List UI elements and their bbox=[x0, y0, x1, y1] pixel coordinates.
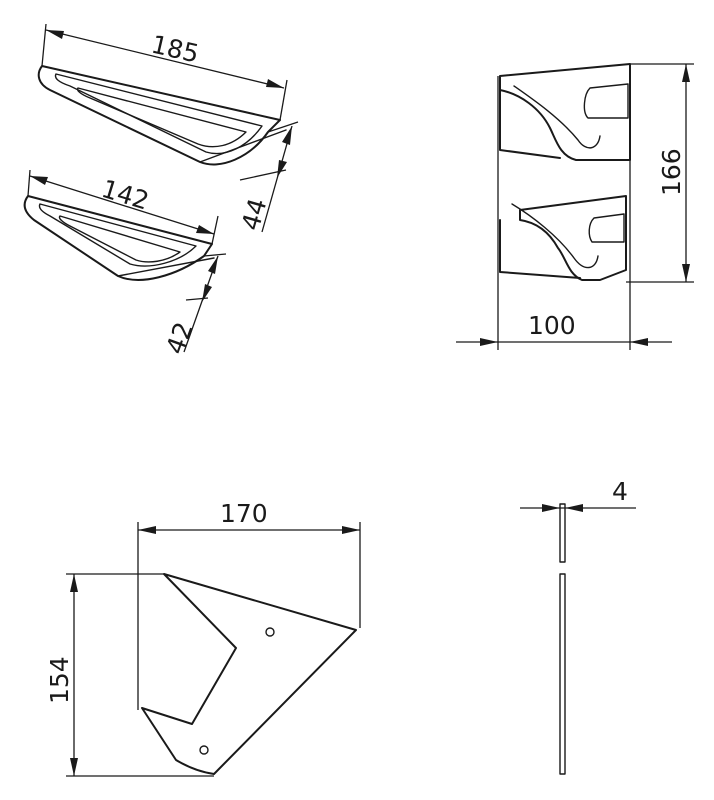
front-view: 166 100 bbox=[456, 63, 694, 350]
dimension-154: 154 bbox=[45, 573, 214, 777]
dimension-170: 170 bbox=[137, 499, 361, 710]
dimension-100: 100 bbox=[456, 76, 672, 350]
dimension-42: 42 bbox=[160, 253, 227, 358]
dim-label-44: 44 bbox=[236, 195, 273, 234]
dim-label-170: 170 bbox=[220, 499, 268, 528]
dim-label-185: 185 bbox=[149, 30, 202, 69]
dimension-142: 142 bbox=[27, 169, 219, 245]
dimension-185: 185 bbox=[41, 23, 288, 121]
angled-part-small bbox=[23, 195, 215, 281]
dim-label-142: 142 bbox=[98, 174, 152, 216]
plate-edge-lower bbox=[559, 573, 566, 775]
dimension-166: 166 bbox=[626, 63, 694, 283]
angled-parts-view: 185 44 142 42 bbox=[23, 23, 299, 358]
dim-label-166: 166 bbox=[657, 148, 686, 196]
dim-label-4: 4 bbox=[612, 477, 628, 506]
edge-view: 4 bbox=[520, 477, 636, 775]
plate-hole-upper bbox=[265, 627, 275, 637]
dimension-4: 4 bbox=[520, 477, 636, 512]
plate-hole-lower bbox=[199, 745, 209, 755]
dim-label-154: 154 bbox=[45, 656, 74, 704]
plate-edge-upper bbox=[559, 503, 566, 563]
dim-label-100: 100 bbox=[528, 311, 576, 340]
plate-view: 170 154 bbox=[45, 499, 361, 777]
angled-part-large bbox=[37, 65, 287, 166]
dim-label-42: 42 bbox=[160, 318, 198, 358]
dimension-44: 44 bbox=[236, 121, 299, 234]
